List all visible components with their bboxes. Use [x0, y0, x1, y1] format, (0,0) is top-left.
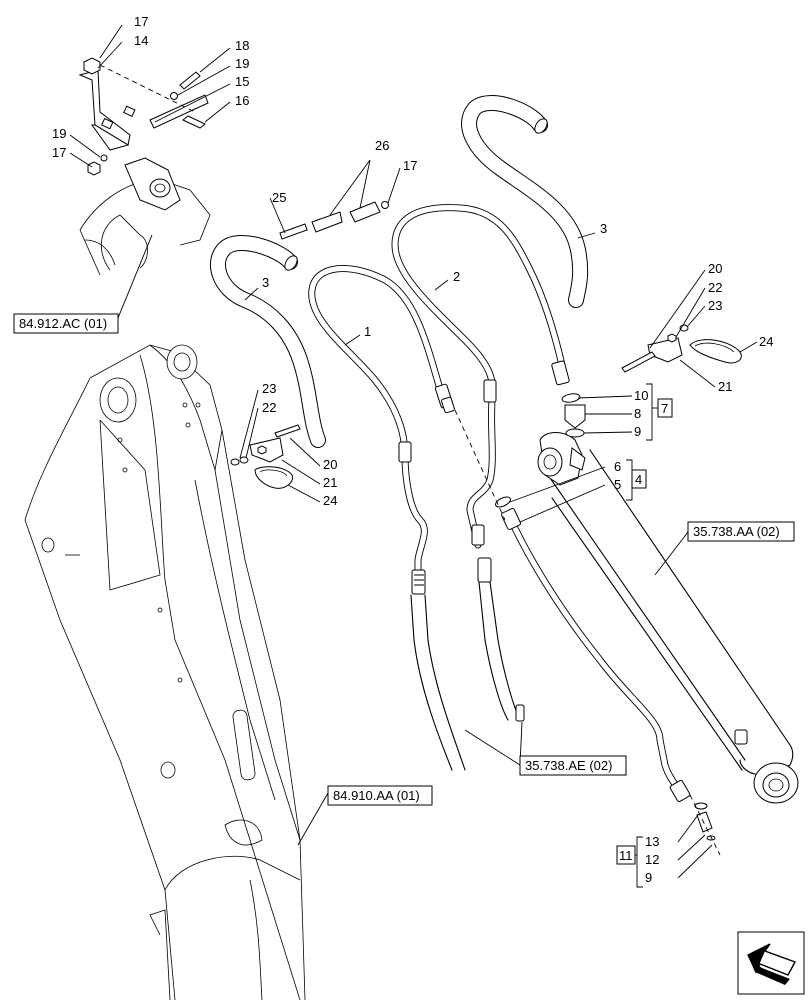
top-bracket-assembly [78, 57, 211, 276]
hydraulic-cylinder [537, 432, 799, 804]
callout-3: 3 [262, 275, 269, 290]
reference-boxes: 84.912.AC (01) 35.738.AA (02) 35.738.AE … [13, 313, 795, 806]
hose-1 [308, 265, 455, 595]
callout-17: 17 [52, 145, 66, 160]
callout-18: 18 [235, 38, 249, 53]
callout-2: 2 [453, 269, 460, 284]
callout-3: 3 [600, 221, 607, 236]
callout-6: 6 [614, 459, 621, 474]
ref-35-738-ae[interactable]: 35.738.AE (02) [519, 755, 627, 776]
callout-10: 10 [634, 388, 648, 403]
callout-24: 24 [323, 493, 337, 508]
callout-25: 25 [272, 190, 286, 205]
tube-5 [454, 409, 691, 803]
callout-12: 12 [645, 852, 659, 867]
group-4-label: 4 [635, 472, 642, 487]
callout-23: 23 [708, 298, 722, 313]
callout-8: 8 [634, 406, 641, 421]
callout-21: 21 [323, 475, 337, 490]
callout-9: 9 [634, 424, 641, 439]
callout-19: 19 [235, 56, 249, 71]
clamp-assembly-left [230, 424, 301, 489]
callout-20: 20 [323, 457, 337, 472]
ref-35-738-aa[interactable]: 35.738.AA (02) [687, 521, 795, 542]
callout-9: 9 [645, 870, 652, 885]
hose-lower-lines [410, 581, 525, 771]
next-page-arrow-icon[interactable] [737, 931, 805, 995]
callout-19: 19 [52, 126, 66, 141]
callout-labels: 17 14 18 19 15 16 19 17 26 17 25 3 3 2 1… [52, 14, 773, 885]
callout-20: 20 [708, 261, 722, 276]
hose-3-right [461, 95, 589, 308]
callout-21: 21 [718, 379, 732, 394]
group-brackets [626, 383, 658, 888]
svg-text:35.738.AA (02): 35.738.AA (02) [693, 524, 780, 539]
callout-1: 1 [364, 324, 371, 339]
callout-13: 13 [645, 834, 659, 849]
callout-15: 15 [235, 74, 249, 89]
fitting-group-7 [561, 393, 586, 438]
svg-text:84.912.AC (01): 84.912.AC (01) [19, 316, 107, 331]
callout-16: 16 [235, 93, 249, 108]
leader-lines [69, 24, 758, 879]
hose-2 [391, 204, 570, 583]
callout-5: 5 [614, 477, 621, 492]
svg-text:35.738.AE (02): 35.738.AE (02) [525, 758, 612, 773]
group-number-boxes: 7 4 11 [616, 398, 673, 865]
callout-26: 26 [375, 138, 389, 153]
clamp-26 [279, 201, 389, 240]
callout-17: 17 [134, 14, 148, 29]
callout-14: 14 [134, 33, 148, 48]
svg-text:84.910.AA (01): 84.910.AA (01) [333, 788, 420, 803]
clamp-assembly-right [621, 324, 742, 373]
group-7-label: 7 [661, 401, 668, 416]
fitting-group-11 [689, 794, 721, 856]
boom-assembly [24, 344, 306, 1000]
callout-23: 23 [262, 381, 276, 396]
ref-84-912-ac[interactable]: 84.912.AC (01) [13, 313, 119, 334]
callout-24: 24 [759, 334, 773, 349]
ref-84-910-aa[interactable]: 84.910.AA (01) [327, 785, 433, 806]
group-11-label: 11 [619, 848, 633, 863]
callout-22: 22 [262, 400, 276, 415]
callout-22: 22 [708, 280, 722, 295]
callout-17: 17 [403, 158, 417, 173]
